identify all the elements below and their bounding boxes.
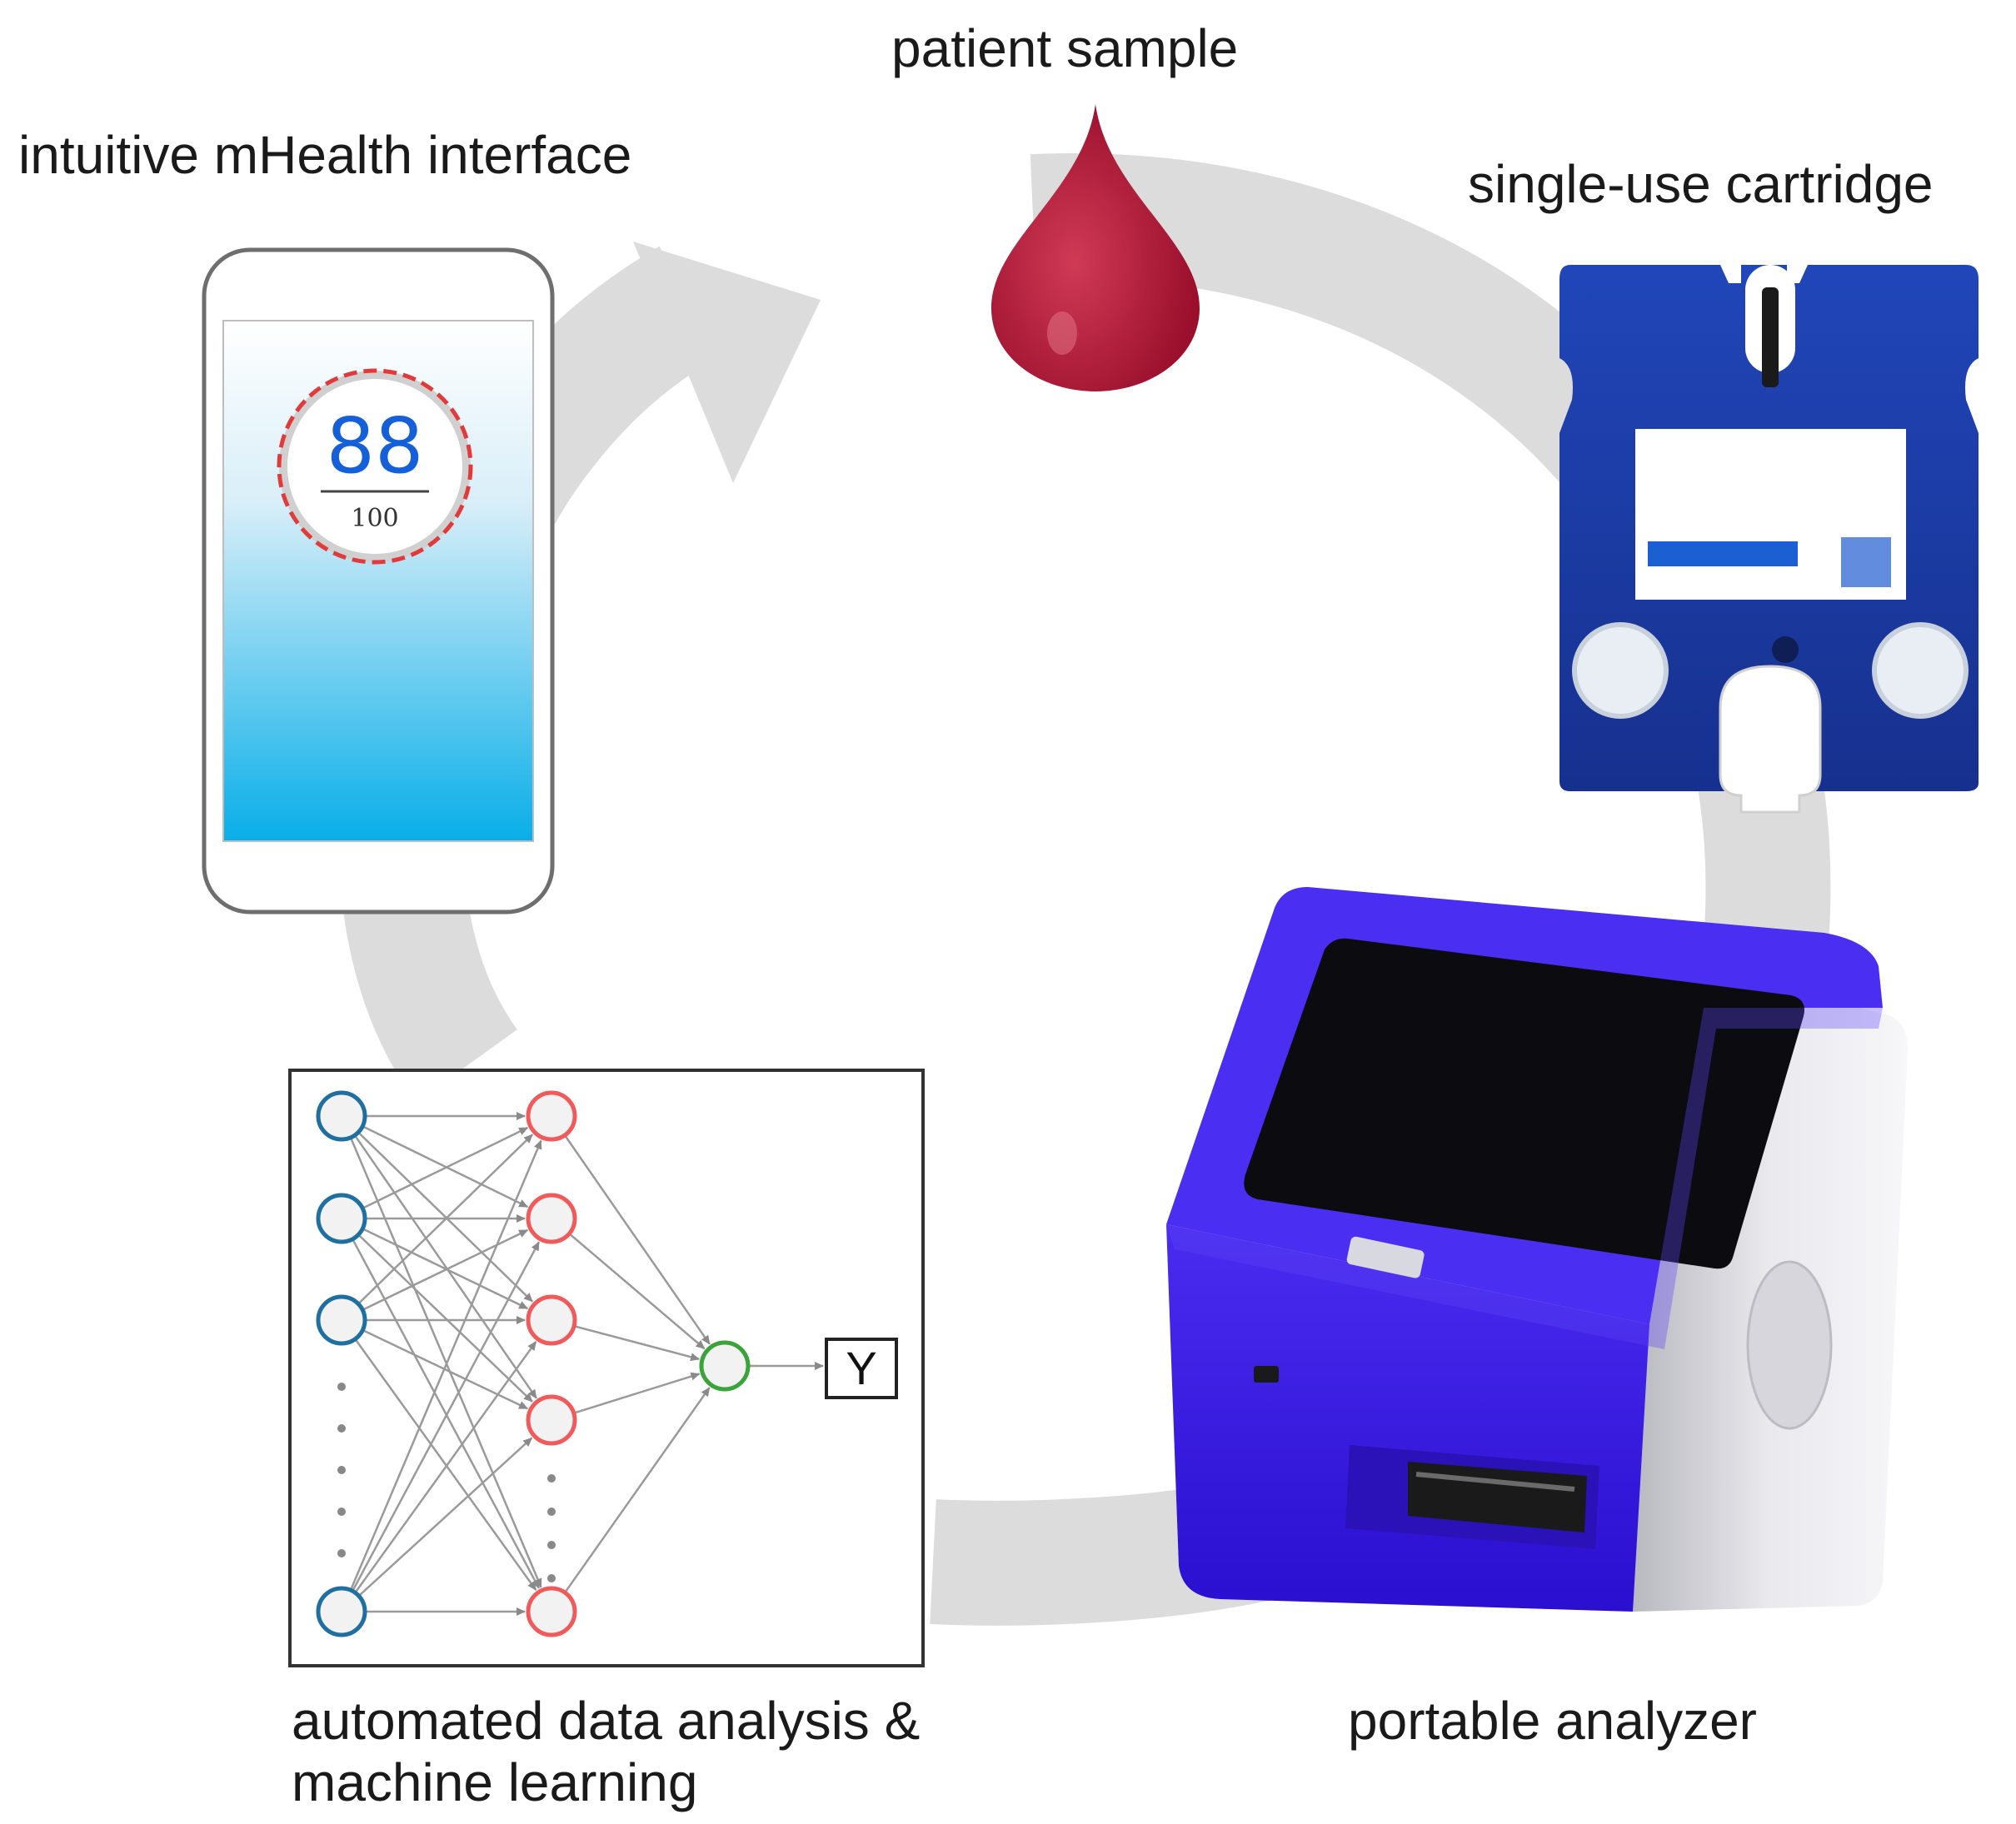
neural-network-diagram [288, 1069, 925, 1667]
nn-hidden-node [526, 1586, 577, 1637]
sample-port [1719, 665, 1822, 814]
nn-edge-in-3-h-0 [349, 1139, 542, 1591]
nn-edge-h-3-out [573, 1372, 701, 1414]
nn-input-node [316, 1294, 367, 1346]
nn-edge-in-1-h-2 [362, 1228, 529, 1310]
nn-edge-in-2-h-1 [362, 1228, 529, 1311]
analyzer-logo [1346, 1236, 1425, 1278]
portable-analyzer [1166, 887, 1908, 1612]
nn-edge-in-0-h-2 [357, 1131, 533, 1303]
score-total: 100 [351, 504, 399, 533]
arrow-head [633, 242, 821, 483]
nn-ellipsis-dot [547, 1508, 556, 1516]
nn-edge-in-1-h-0 [362, 1126, 529, 1209]
nn-ellipsis-dot [337, 1383, 346, 1391]
nn-edges [349, 1112, 824, 1616]
nn-ellipsis-dot [547, 1474, 556, 1483]
label-ml-line2: machine learning [292, 1752, 698, 1812]
nn-edge-in-0-h-4 [349, 1137, 542, 1588]
score-gauge-ring [277, 368, 473, 565]
qr-code-icon [1841, 537, 1891, 587]
nn-edge-in-0-h-3 [353, 1134, 537, 1399]
nn-edge-in-3-h-3 [357, 1437, 533, 1597]
nn-ellipsis-dot [337, 1508, 346, 1516]
nn-output-label: Y [846, 1342, 877, 1394]
label-single-use-cartridge: single-use cartridge [1468, 154, 1934, 214]
nn-edge-h-1-out [568, 1233, 706, 1350]
score-gauge [279, 371, 471, 562]
cartridge-well-left [1572, 622, 1669, 719]
nn-ellipsis-dot [337, 1549, 346, 1557]
score-value: 88 [326, 401, 424, 491]
smartphone [202, 247, 555, 914]
nn-ellipsis-dot [337, 1466, 346, 1474]
nn-edge-in-1-h-3 [357, 1233, 533, 1403]
nn-input-node [316, 1193, 367, 1244]
cartridge-well-right [1872, 622, 1969, 719]
label-portable-analyzer: portable analyzer [1348, 1691, 1757, 1751]
analyzer-touchscreen [1244, 938, 1804, 1269]
label-machine-learning: automated data analysis & machine learni… [292, 1691, 920, 1813]
nn-input-node [316, 1586, 367, 1637]
nn-hidden-node [526, 1394, 577, 1446]
nn-edge-in-1-h-4 [352, 1238, 541, 1589]
label-ml-line1: automated data analysis & [292, 1691, 921, 1751]
nn-edge-h-2-out [573, 1324, 701, 1362]
nn-ellipsis-dot [337, 1424, 346, 1433]
nn-nodes [316, 1090, 751, 1637]
nn-input-node [316, 1090, 367, 1142]
nn-output-node [699, 1340, 751, 1392]
analyzer-port [1254, 1366, 1279, 1383]
nn-hidden-node [526, 1090, 577, 1142]
nn-hidden-node [526, 1193, 577, 1244]
nn-edge-in-3-h-2 [354, 1341, 537, 1594]
label-mhealth-interface: intuitive mHealth interface [18, 125, 632, 185]
nn-output-box [825, 1338, 898, 1399]
nn-edge-in-3-h-1 [352, 1241, 541, 1592]
nn-edge-h-0-out [563, 1134, 711, 1345]
label-patient-sample: patient sample [891, 18, 1239, 78]
nn-edge-h-4-out [564, 1387, 711, 1593]
nn-ellipsis-dot [547, 1574, 556, 1582]
nn-ellipsis-dot [547, 1541, 556, 1549]
nn-hidden-node [526, 1294, 577, 1346]
nn-edge-in-0-h-1 [362, 1125, 529, 1209]
nn-edge-in-2-h-4 [354, 1338, 537, 1591]
cartridge [1559, 265, 1979, 814]
blood-drop-icon [991, 104, 1200, 391]
nn-edge-in-2-h-0 [357, 1134, 533, 1305]
